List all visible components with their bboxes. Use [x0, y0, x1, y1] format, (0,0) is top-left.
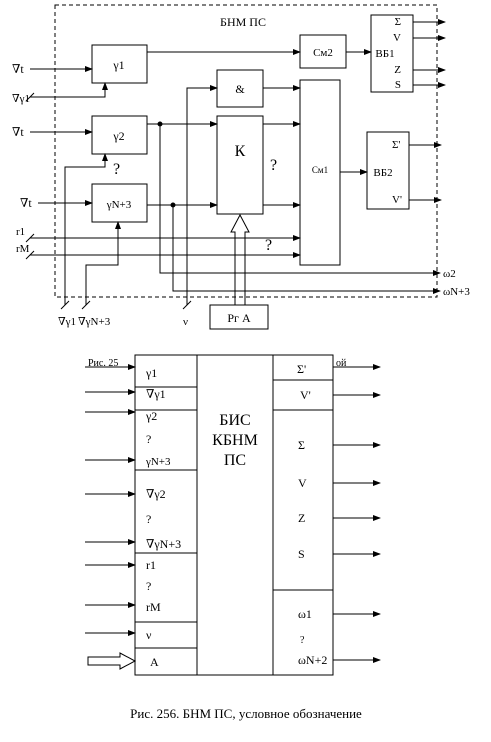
chip-outline: [134, 354, 334, 676]
left-pin-8: ∇γN+3: [146, 537, 181, 551]
g1-label: γ1: [112, 58, 124, 72]
left-pin-13: A: [150, 655, 159, 669]
chip-title-1: БИС: [219, 412, 250, 429]
out-omegaN3-label: ωN+3: [443, 286, 470, 298]
chip-labels: Рис. 25 ой БИС КБНМ ПС γ1 ∇γ1 γ2 ? γN+3 …: [88, 358, 347, 669]
wire-bottom-dgammaN3: [85, 221, 121, 305]
vb1-label: ВБ1: [375, 48, 394, 60]
tick-bottom-2: [81, 300, 91, 310]
title-label: БНМ ПС: [220, 15, 266, 29]
tick-dgamma1: [25, 92, 35, 102]
vb2-out-sigma: Σ': [392, 139, 400, 151]
left-pin-9: r1: [146, 558, 156, 572]
gN3-label: γN+3: [106, 199, 132, 211]
left-pin-5: γN+3: [145, 456, 171, 468]
top-labels: БНМ ПС ∇t ∇γ1 ∇t ∇t r1 rM γ1 γ2 γN+3 & К…: [12, 15, 470, 328]
in-label-dt3: ∇t: [20, 196, 32, 210]
chip-title-2: КБНМ: [212, 432, 258, 449]
left-pin-10: ?: [146, 579, 151, 593]
wire-nu: [186, 85, 218, 305]
mid-caption-right: ой: [336, 358, 347, 369]
k-block: [216, 115, 264, 215]
in-label-dgamma1: ∇γ1: [12, 93, 30, 105]
cm2-label: См2: [313, 47, 333, 59]
tick-bottom-1: [60, 300, 70, 310]
rga-label: Рг А: [227, 311, 251, 325]
unknown-2: ?: [270, 157, 277, 174]
right-pin-3: Σ: [298, 438, 305, 452]
out-omega2-label: ω2: [443, 268, 456, 280]
in-label-dt2: ∇t: [12, 125, 24, 139]
cm1-label: См1: [312, 165, 328, 175]
tick-r1: [25, 233, 35, 243]
k-label: К: [235, 143, 246, 160]
chip-symbol: [85, 354, 381, 676]
unknown-3: ?: [265, 237, 272, 254]
vb1-out-z: Z: [394, 64, 401, 76]
wire-dgamma1: [30, 82, 108, 98]
and-label: &: [235, 82, 245, 96]
left-pin-7: ?: [146, 512, 151, 526]
right-pin-6: S: [298, 547, 305, 561]
junction-gN3: [170, 202, 176, 208]
left-pin-1: γ1: [145, 366, 157, 380]
dashed-boundary: [54, 4, 438, 298]
bottom-in-dgamma1: ∇γ1: [58, 316, 76, 328]
wire-omegaN3: [172, 205, 441, 294]
g2-label: γ2: [112, 129, 124, 143]
mid-caption-left: Рис. 25: [88, 358, 118, 369]
wire-bottom-dgamma1: [64, 153, 108, 305]
tick-nu: [182, 300, 192, 310]
left-pin-2: ∇γ1: [146, 387, 166, 401]
bnm-ps-block-diagram: [25, 4, 446, 330]
pin-in-bus-A: [87, 652, 137, 670]
junction-g2: [157, 121, 163, 127]
right-pin-7: ω1: [298, 607, 312, 621]
vb2-out-v: V': [392, 194, 402, 206]
rga-bus-arrow: [230, 213, 250, 306]
right-pin-9: ωN+2: [298, 653, 327, 667]
vb1-out-v: V: [393, 32, 401, 44]
gamma1-block: [91, 44, 148, 84]
left-pin-6: ∇γ2: [146, 487, 166, 501]
right-pin-1: Σ': [297, 362, 306, 376]
gamma2-block: [91, 115, 148, 155]
figure-caption: Рис. 256. БНМ ПС, условное обозначение: [130, 706, 362, 721]
chip-title-3: ПС: [224, 452, 246, 469]
tick-rM: [25, 250, 35, 260]
bottom-in-dgammaN3: ∇γN+3: [78, 316, 111, 328]
left-pin-12: ν: [146, 628, 152, 642]
left-pin-4: ?: [146, 432, 151, 446]
vb2-label: ВБ2: [373, 167, 392, 179]
left-pin-3: γ2: [145, 409, 157, 423]
in-label-dt1: ∇t: [12, 62, 24, 76]
wire-omega2: [159, 124, 441, 276]
bottom-in-nu: ν: [183, 316, 188, 328]
vb1-out-sigma: Σ: [395, 16, 401, 28]
right-pin-5: Z: [298, 511, 305, 525]
right-pin-2: V': [300, 388, 311, 402]
vb1-out-s: S: [395, 79, 401, 91]
right-pin-4: V: [298, 476, 307, 490]
unknown-1: ?: [113, 161, 120, 178]
right-pin-8: ?: [300, 635, 305, 646]
left-pin-11: rM: [146, 600, 161, 614]
in-label-rM: rM: [16, 243, 30, 255]
in-label-r1: r1: [16, 226, 25, 238]
